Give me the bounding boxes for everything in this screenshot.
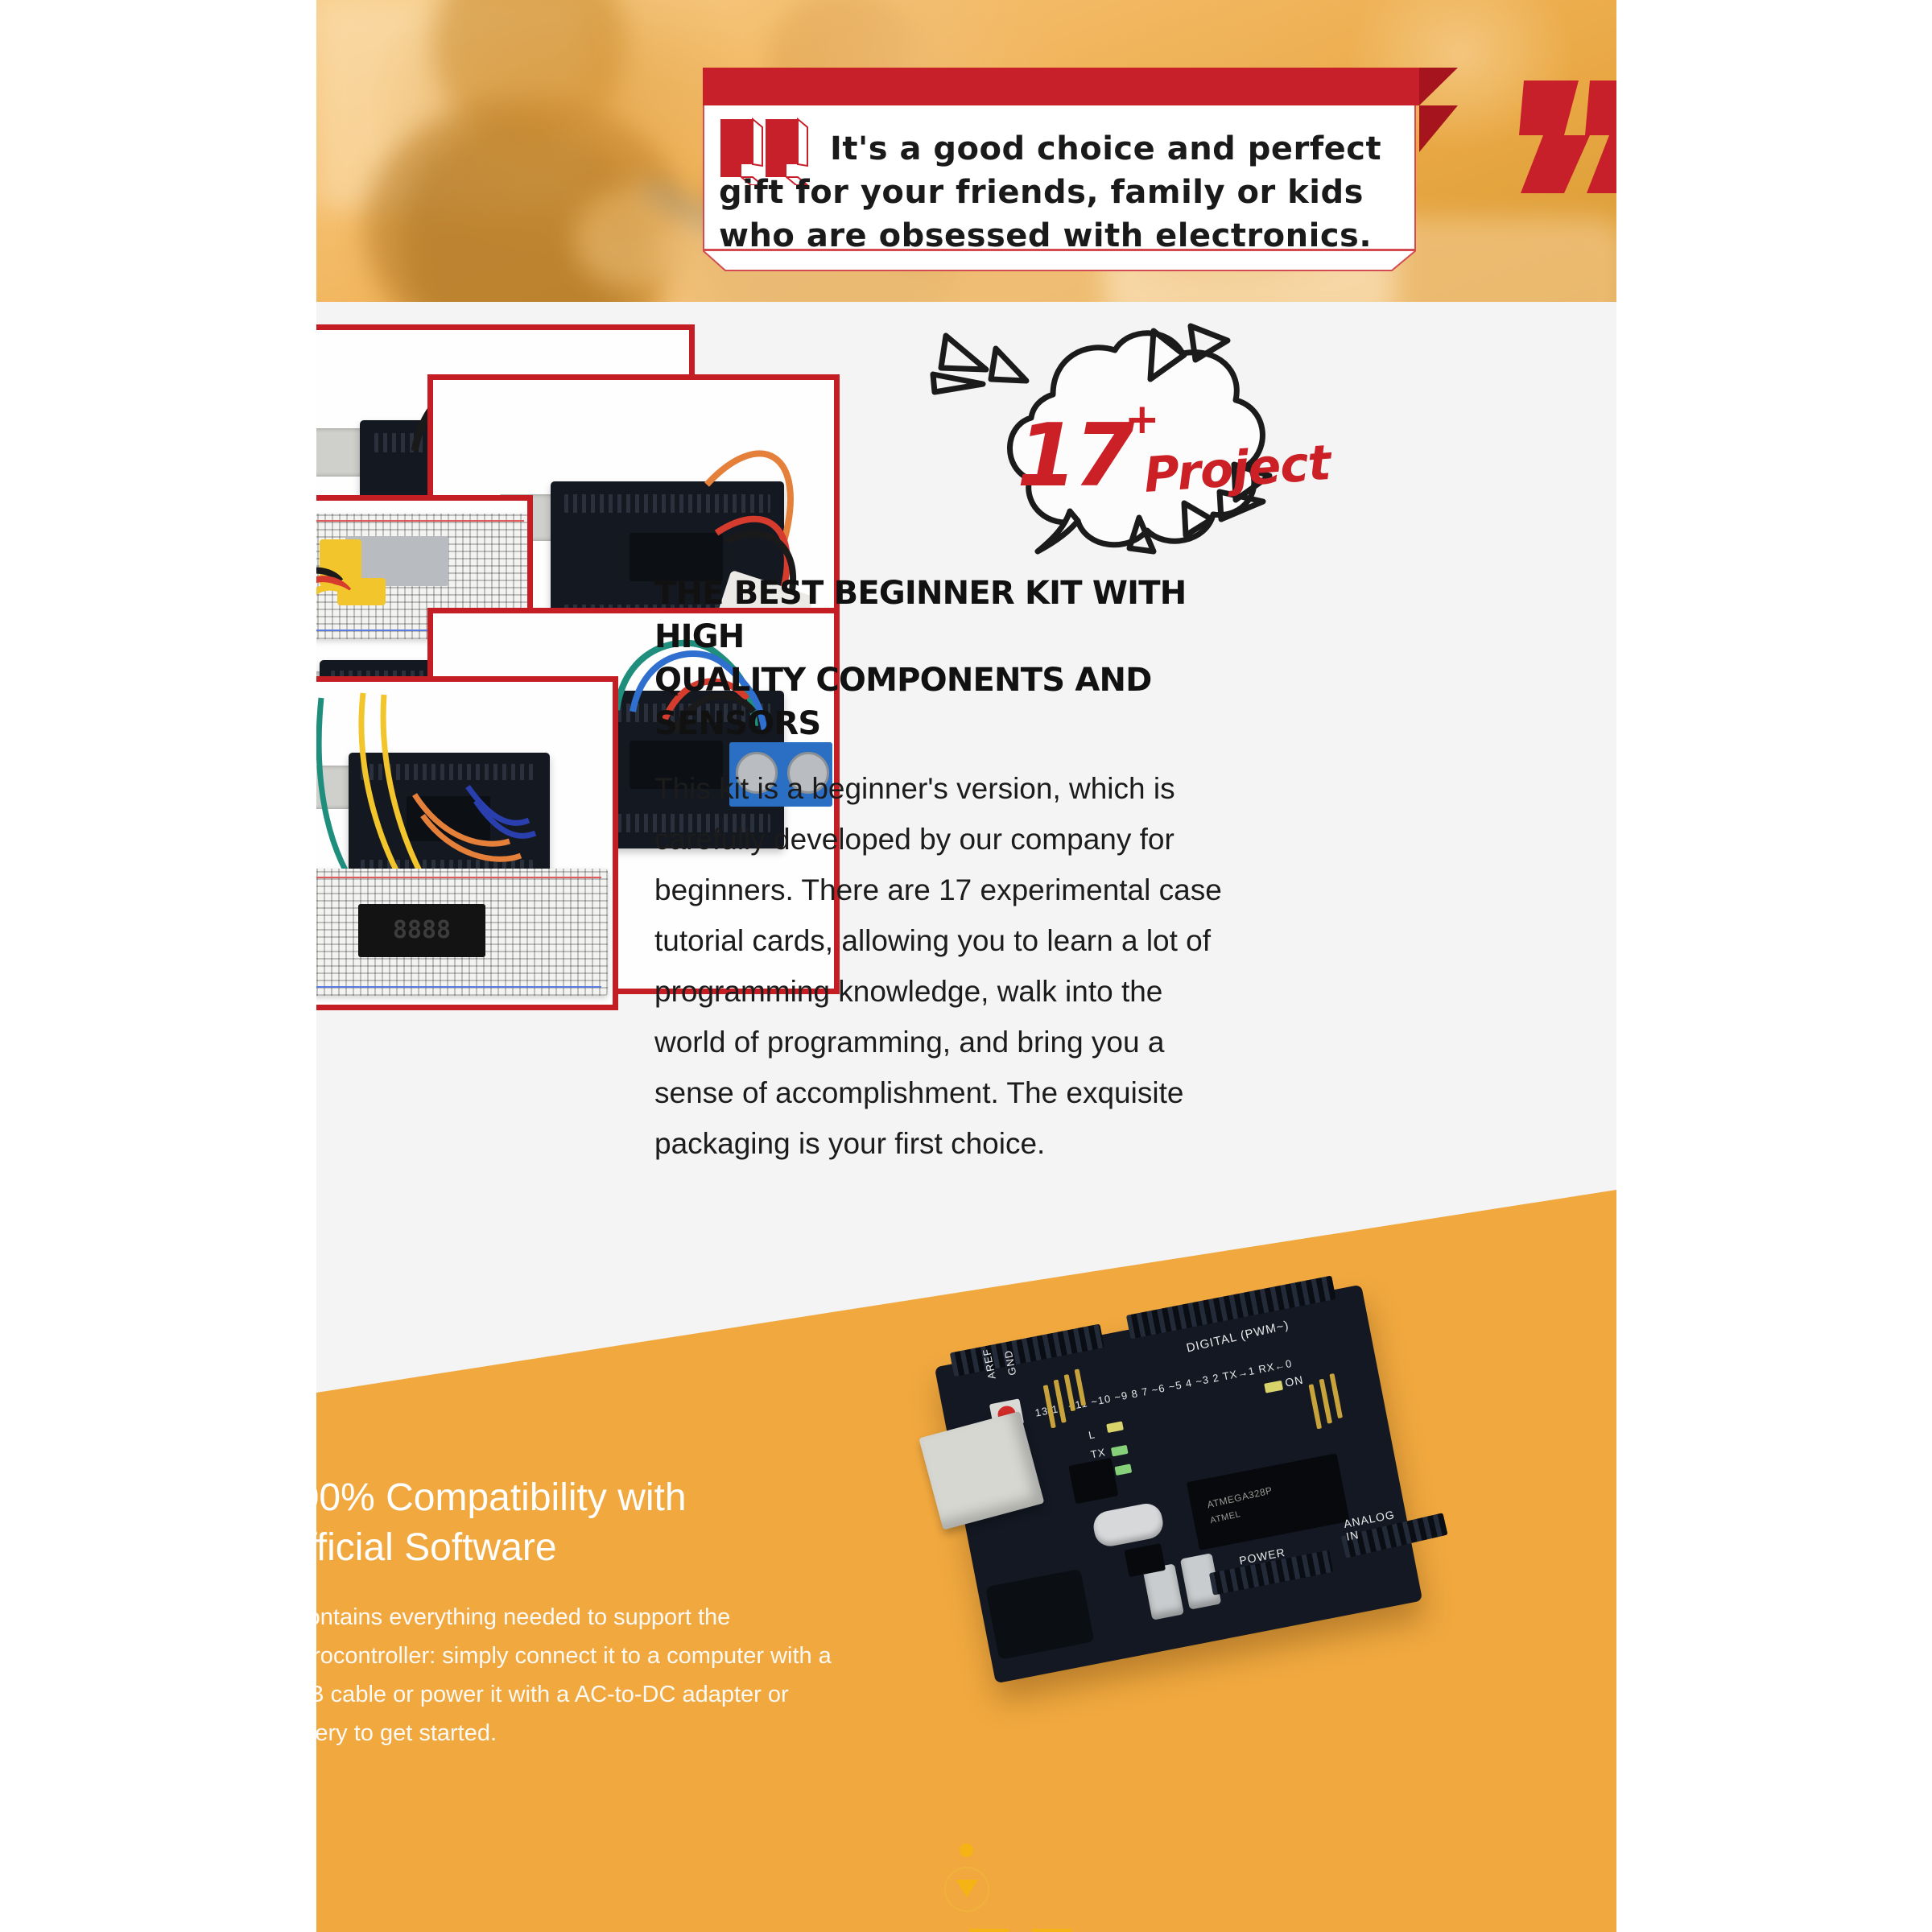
projects-count-word: Project (1141, 435, 1332, 504)
gallery-photo-7segment: 8888 (316, 682, 613, 1005)
compatibility-section: 100% Compatibility with Official Softwar… (316, 1151, 1616, 1932)
hero-photo (316, 0, 1616, 302)
page-title-line-2: QUALITY COMPONENTS AND SENSORS (654, 662, 1152, 742)
quote-card-corner-fold-top (1419, 68, 1458, 105)
seven-segment-value: 8888 (392, 916, 452, 944)
page-title: THE BEST BEGINNER KIT WITH HIGH QUALITY … (654, 572, 1234, 745)
gallery-panel-7segment[interactable]: 8888 (316, 676, 618, 1010)
quote-line-1: It's a good choice and perfect (830, 130, 1382, 167)
quote-card-corner-fold-side (1419, 105, 1458, 152)
compatibility-title-line-1: 100% Compatibility with (316, 1476, 687, 1519)
on-led-label: ON (1283, 1373, 1305, 1389)
page-content-column: It's a good choice and perfect gift for … (316, 0, 1616, 1932)
projects-count-plus: + (1125, 395, 1160, 444)
speech-cloud-outline (930, 323, 1273, 555)
open-quote-mark-icon (717, 114, 810, 186)
scroll-down-indicator[interactable] (943, 1843, 989, 1912)
compatibility-description: It contains everything needed to support… (316, 1604, 832, 1746)
projects-count-number: 17 (1017, 406, 1134, 506)
bottom-decorative-quote-glyph (964, 1906, 1085, 1932)
testimonial-quote-card: It's a good choice and perfect gift for … (703, 68, 1458, 273)
quote-card-body (703, 105, 1416, 250)
l-led-label: L (1088, 1428, 1096, 1442)
quote-line-2: gift for your friends, family or kids (719, 174, 1364, 211)
quote-card-bottom-fold (703, 250, 1416, 271)
quote-line-3: who are obsessed with electronics. (719, 217, 1373, 254)
page-title-line-1: THE BEST BEGINNER KIT WITH HIGH (654, 575, 1187, 655)
compatibility-title: 100% Compatibility with Official Softwar… (316, 1473, 840, 1573)
seven-segment-display: 8888 (358, 904, 485, 957)
compatibility-title-line-2: Official Software (316, 1526, 557, 1569)
scroll-circle[interactable] (943, 1867, 989, 1912)
quote-text-block: It's a good choice and perfect gift for … (719, 127, 1403, 258)
decorative-quote-glyph (1516, 72, 1616, 225)
quote-card-header-bar (703, 68, 1419, 105)
main-copy-block: THE BEST BEGINNER KIT WITH HIGH QUALITY … (654, 572, 1234, 1169)
digital-header-left (949, 1323, 1104, 1377)
main-description: This kit is a beginner's version, which … (654, 772, 1222, 1160)
projects-count-badge: 17 + Project (912, 318, 1332, 584)
chevron-down-icon (955, 1879, 978, 1897)
scroll-dot-icon (960, 1843, 973, 1857)
